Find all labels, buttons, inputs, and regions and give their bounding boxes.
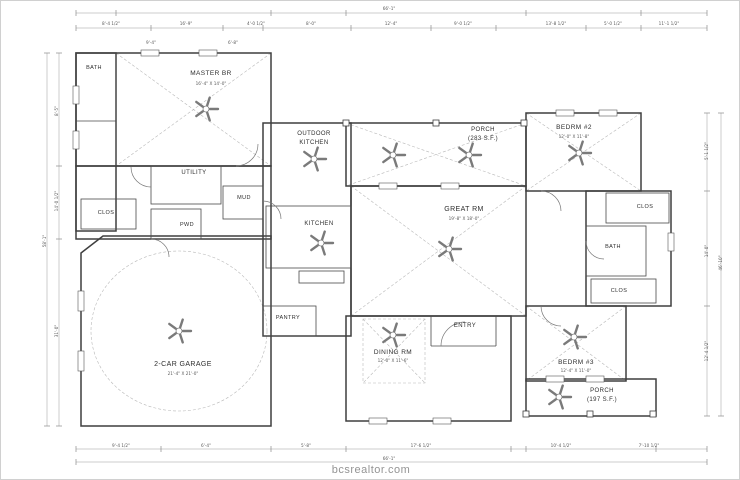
room-label-pantry: PANTRY — [276, 315, 300, 321]
dimension-label: 46'-10" — [718, 255, 723, 270]
watermark: bcsrealtor.com — [332, 464, 411, 476]
dimension-label: 66'-1" — [383, 456, 396, 461]
room-label-garage: 2-CAR GARAGE — [154, 361, 212, 368]
room-label-clos-right-2: CLOS — [611, 288, 628, 294]
porch-posts — [342, 119, 657, 418]
room-label-great-rm: GREAT RM — [444, 206, 484, 213]
room-label-porch-top: (283 S.F.) — [468, 136, 498, 142]
dimension-label: 5'-1 1/2" — [704, 142, 709, 160]
dimension-label: 14'-0" — [704, 245, 709, 258]
room-label-bath-left: BATH — [86, 65, 102, 71]
dimension-label: 9'-4 1/2" — [112, 443, 130, 448]
dimension-label: 17'-6 1/2" — [411, 443, 432, 448]
room-label-master-br: MASTER BR — [190, 70, 232, 77]
room-label-porch-bottom: PORCH — [590, 388, 614, 394]
dimension-label: 5'-0 1/2" — [604, 21, 622, 26]
dimension-label: 6'-4" — [201, 443, 211, 448]
dimension-label: 12'-0" X 11'-6" — [378, 358, 409, 363]
dimension-label: 14'-0 1/2" — [54, 191, 59, 212]
room-labels-layer: BATH MASTER BR OUTDOOR KITCHEN PORCH (283 S.F… — [86, 65, 653, 403]
dimension-label: 4'-0 1/2" — [247, 21, 265, 26]
interior-walls — [76, 53, 670, 347]
room-label-mud: MUD — [237, 195, 251, 201]
dimension-label: 58'-1" — [42, 235, 47, 248]
dimension-label: 9'-4" — [146, 40, 156, 45]
room-label-bedrm-2: BEDRM #2 — [556, 124, 592, 131]
room-label-outdoor-kitchen: KITCHEN — [299, 140, 328, 146]
room-label-kitchen: KITCHEN — [304, 221, 333, 227]
dimension-label: 11'-1 1/2" — [659, 21, 680, 26]
room-label-utility: UTILITY — [181, 170, 206, 176]
dimension-label: 12'-0" X 11'-8" — [559, 134, 590, 139]
dimension-label: 66'-1" — [383, 6, 396, 11]
dimension-label: 12'-4" — [385, 21, 398, 26]
room-label-clos-left: CLOS — [98, 210, 115, 216]
room-label-dining-rm: DINING RM — [374, 349, 412, 356]
dimension-labels-layer: 66'-1" 8'-4 1/2" 16'-9" 4'-0 1/2" 8'-0" 12'-4… — [42, 6, 723, 461]
dimension-label: 8'-0" — [306, 21, 316, 26]
room-label-pwd: PWD — [180, 222, 194, 228]
dimension-label: 7'-10 1/2" — [639, 443, 660, 448]
dimension-label: 8'-4 1/2" — [102, 21, 120, 26]
dimension-label: 16'-4" X 14'-0" — [196, 81, 227, 86]
dimension-label: 10'-4 1/2" — [551, 443, 572, 448]
dimension-label: 12'-4 1/2" — [704, 341, 709, 362]
room-label-outdoor-kitchen: OUTDOOR — [297, 131, 331, 137]
dimension-label: 13'-8 1/2" — [546, 21, 567, 26]
dimension-label: 21'-4" X 21'-0" — [168, 371, 199, 376]
dimension-label: 12'-4" X 11'-0" — [561, 368, 592, 373]
dimension-label: 8'-5" — [54, 106, 59, 116]
dimension-label: 16'-9" — [180, 21, 193, 26]
room-label-porch-bottom: (197 S.F.) — [587, 397, 617, 403]
dimension-label: 31'-0" — [54, 325, 59, 338]
room-label-entry: ENTRY — [454, 323, 476, 329]
window-symbols — [72, 49, 675, 425]
dimension-label: 5'-8" — [301, 443, 311, 448]
door-swings — [130, 143, 605, 347]
room-label-bath-right: BATH — [605, 244, 621, 250]
room-label-clos-right-1: CLOS — [637, 204, 654, 210]
room-label-bedrm-3: BEDRM #3 — [558, 359, 594, 366]
dimension-label: 6'-8" — [228, 40, 238, 45]
dimension-lines — [44, 10, 724, 465]
dimension-label: 19'-8" X 18'-0" — [449, 216, 480, 221]
dimension-label: 9'-0 1/2" — [454, 21, 472, 26]
room-label-porch-top: PORCH — [471, 127, 495, 133]
dashed-ceiling-lines — [90, 52, 642, 412]
